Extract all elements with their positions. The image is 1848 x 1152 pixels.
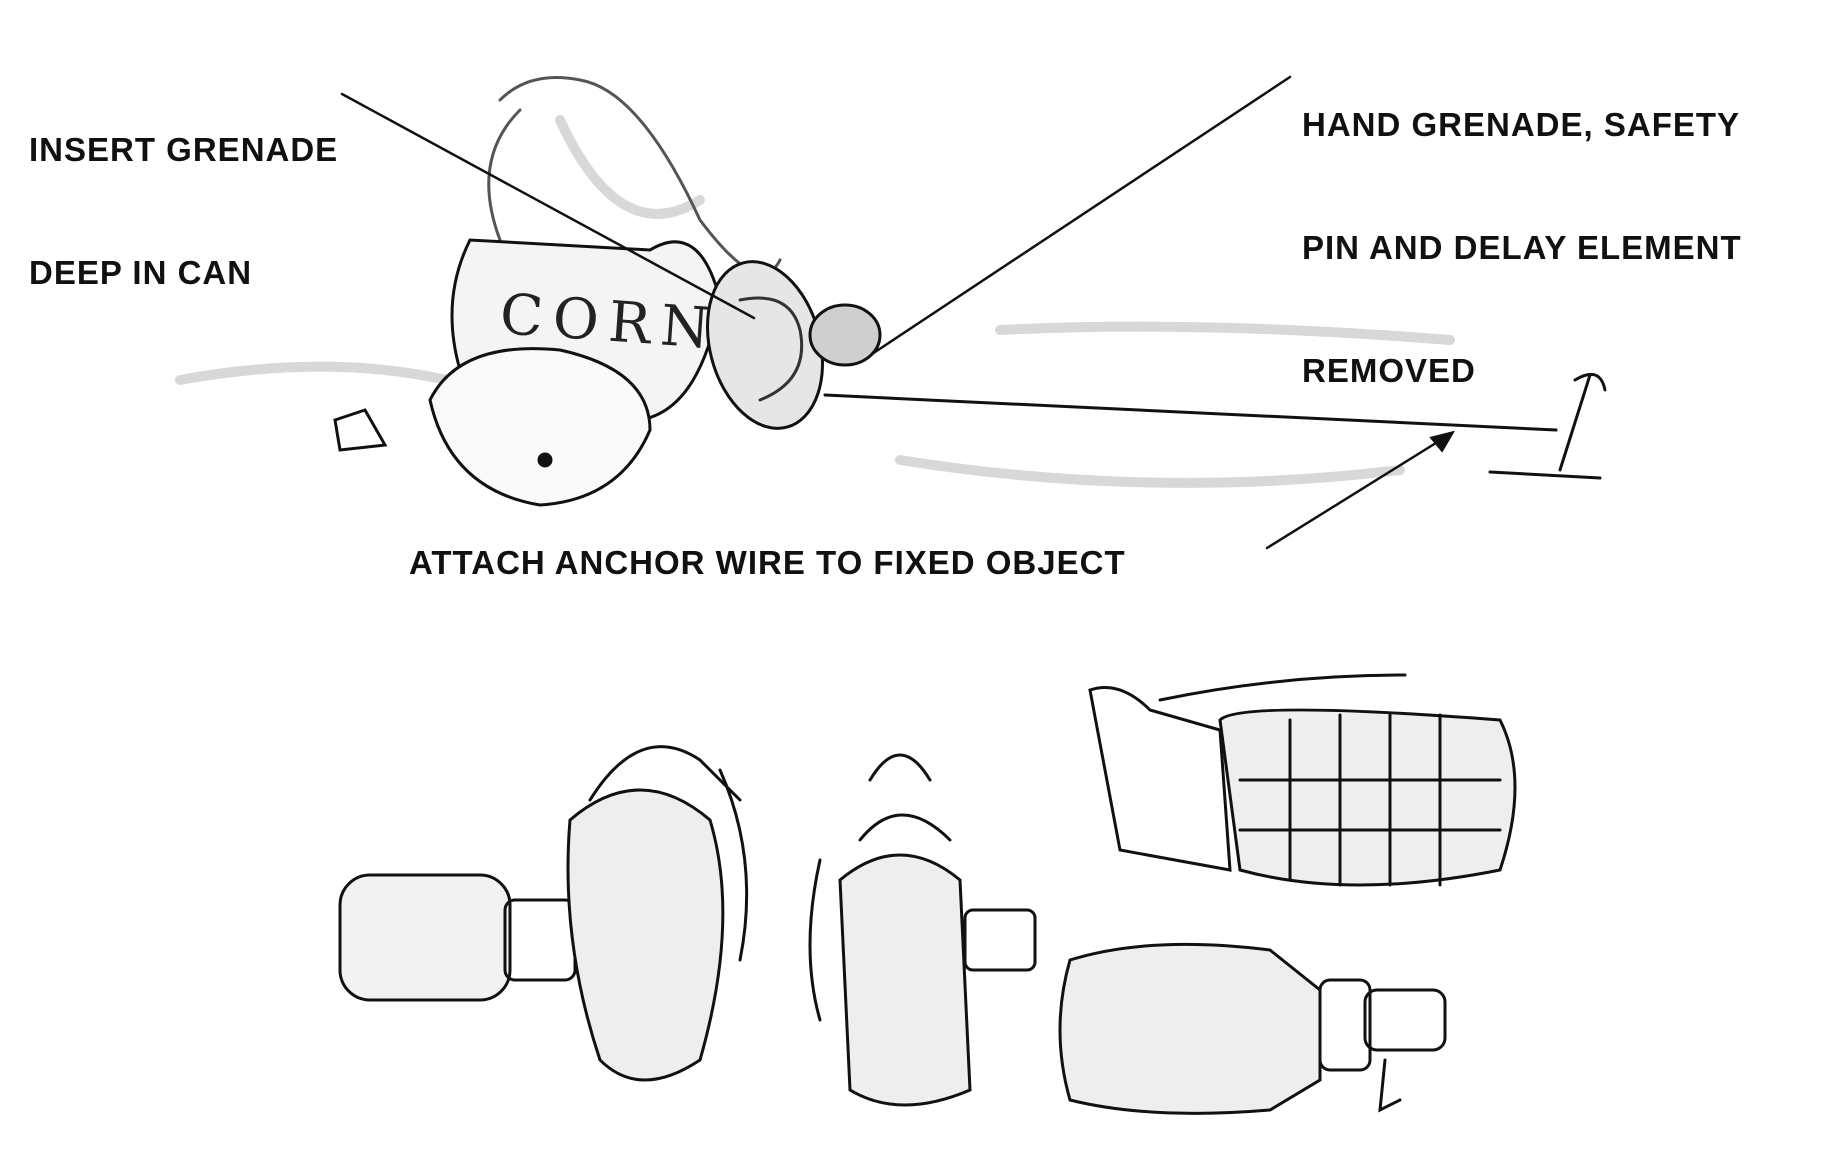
anchor-wire [823, 393, 1558, 432]
leader-anchor [1265, 431, 1454, 550]
grenade-fragmentation-sketch [338, 745, 749, 1082]
label-line: DEEP IN CAN [29, 254, 253, 291]
label-anchor-wire: ATTACH ANCHOR WIRE TO FIXED OBJECT [409, 544, 1126, 581]
can-sketch [450, 238, 882, 430]
label-line: HAND GRENADE, SAFETY [1302, 106, 1741, 143]
can-label: CORN [498, 282, 722, 362]
grenade-cylinder-sketch [808, 753, 1037, 1107]
label-line: PIN AND DELAY ELEMENT [1302, 229, 1742, 266]
label-line: REMOVED [1302, 352, 1476, 389]
label-hand-grenade: HAND GRENADE, SAFETY PIN AND DELAY ELEME… [1302, 22, 1742, 473]
ground-shading [175, 115, 1455, 488]
grenade-ribbed-sketch [1088, 673, 1517, 887]
label-insert-grenade: INSERT GRENADE DEEP IN CAN [29, 47, 338, 375]
label-line: INSERT GRENADE [29, 131, 339, 168]
stake-sketch [1488, 372, 1607, 480]
leader-grenade [870, 75, 1292, 356]
grenade-offensive-sketch [1058, 942, 1447, 1115]
support-sketch [428, 347, 652, 507]
leader-insert [340, 92, 756, 320]
